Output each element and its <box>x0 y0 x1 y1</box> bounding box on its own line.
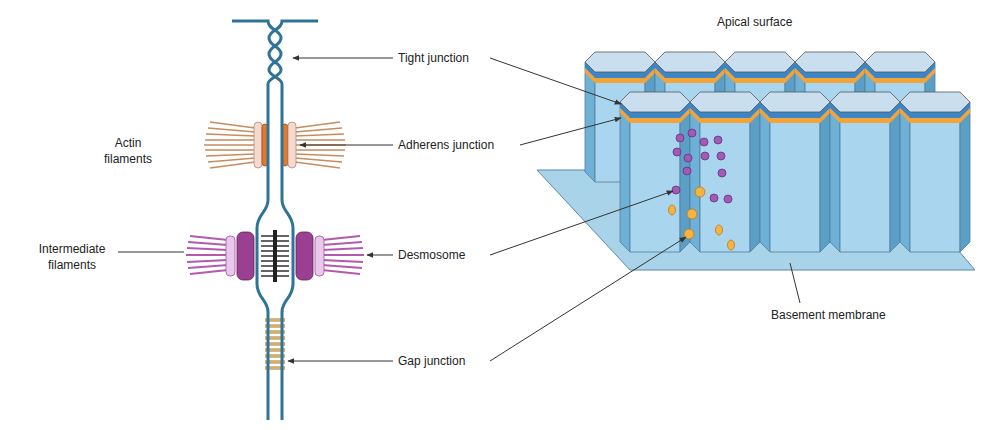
leader-line <box>490 237 686 361</box>
part-label: Tight junction <box>398 50 469 66</box>
leader-line <box>367 255 393 256</box>
part-label: Intermediate filaments <box>26 241 118 273</box>
epithelial-cell <box>760 92 830 252</box>
desmosome-dot <box>684 154 692 162</box>
desmosome-plaque <box>315 236 324 276</box>
gap-junction-dot <box>728 240 735 250</box>
leader-lines <box>118 58 800 361</box>
cell-membrane <box>269 21 318 420</box>
junction-column <box>186 21 364 420</box>
desmosome-dot <box>717 152 725 160</box>
epithelial-cell <box>690 92 760 252</box>
part-label: Basement membrane <box>771 307 886 323</box>
adherens-plaque <box>288 122 296 168</box>
intermediate-filaments <box>322 236 364 274</box>
desmosome-dot <box>688 129 696 137</box>
epithelial-cell <box>620 92 690 252</box>
actin-filaments <box>204 122 255 168</box>
leader-line <box>118 252 184 253</box>
part-label: Apical surface <box>717 14 792 30</box>
desmosome-dot <box>718 169 726 177</box>
desmosome-plaque <box>296 232 313 280</box>
part-label: Desmosome <box>398 247 465 263</box>
leader-line <box>288 361 393 362</box>
desmosome-dot <box>683 167 691 175</box>
part-label: Adherens junction <box>398 137 494 153</box>
leader-line <box>293 58 393 59</box>
desmosome-dot <box>724 195 732 203</box>
gap-junction-dot <box>695 187 705 197</box>
desmosome-dot <box>710 194 718 202</box>
leader-line <box>520 118 621 145</box>
desmosome-dot <box>672 186 680 194</box>
desmosome-core <box>273 230 277 282</box>
gap-junction-dot <box>716 225 723 235</box>
gap-junction-dot <box>687 209 697 219</box>
desmosome-dot <box>673 148 681 156</box>
epithelial-cell <box>900 92 970 252</box>
cell-membrane <box>232 21 281 420</box>
desmosome-dot <box>676 134 684 142</box>
desmosome-dot <box>714 136 722 144</box>
junction-dots <box>669 129 735 250</box>
epithelium <box>537 52 975 270</box>
leader-line <box>790 263 800 303</box>
intermediate-filaments <box>186 236 228 274</box>
leader-line <box>300 145 393 146</box>
part-label: Actin filaments <box>96 135 160 167</box>
desmosome-plaque <box>237 232 254 280</box>
epithelial-cell <box>830 92 900 252</box>
desmosome-dot <box>701 152 709 160</box>
leader-line <box>490 191 673 255</box>
adherens-plaque <box>254 122 262 168</box>
leader-line <box>490 58 621 104</box>
part-label: Gap junction <box>398 353 465 369</box>
desmosome-dot <box>700 138 708 146</box>
gap-junction-dot <box>669 205 676 215</box>
desmosome-plaque <box>226 236 235 276</box>
